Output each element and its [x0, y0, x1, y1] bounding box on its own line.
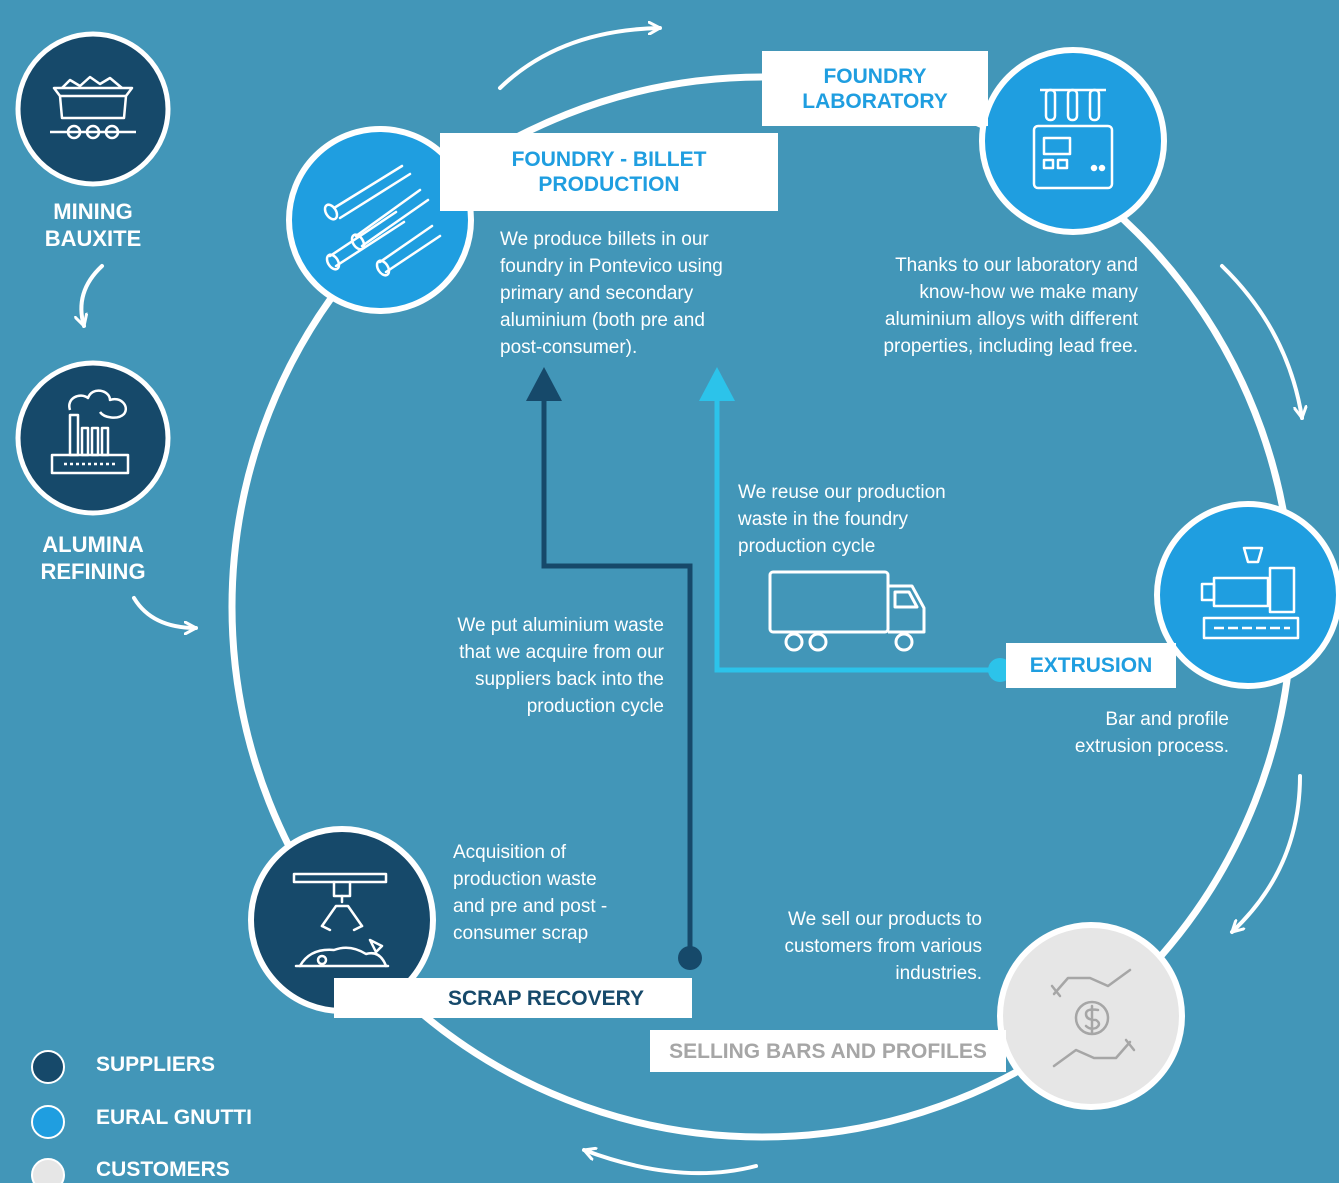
legend-label-customers: CUSTOMERS — [96, 1158, 230, 1181]
extrusion-press-icon — [1200, 546, 1300, 640]
extrusion-title: EXTRUSION — [1006, 643, 1176, 688]
legend-dot-customers — [31, 1158, 65, 1183]
laboratory-circle — [979, 47, 1167, 235]
scrap-title: SCRAP RECOVERY — [334, 978, 692, 1018]
laboratory-instrument-icon — [1032, 88, 1114, 190]
legend-label-eural-gnutti: EURAL GNUTTI — [96, 1106, 252, 1129]
billet-circle — [286, 126, 474, 314]
mining-circle — [15, 31, 171, 187]
hands-money-icon — [1050, 968, 1136, 1068]
lower-right-arrow — [1230, 774, 1302, 934]
extrusion-circle — [1154, 501, 1339, 689]
selling-title: SELLING BARS AND PROFILES — [650, 1030, 1006, 1072]
billets-icon — [323, 164, 442, 277]
legend-dot-eural-gnutti — [31, 1105, 65, 1139]
scrap-circle — [248, 826, 436, 1014]
bottom-arrow — [582, 1150, 758, 1176]
legend-dot-suppliers — [31, 1050, 65, 1084]
truck-icon — [768, 570, 926, 652]
scrap-crane-claw-icon — [292, 872, 390, 968]
waste-flow-start-dot — [678, 946, 702, 970]
waste-flow-line — [526, 367, 702, 970]
right-arrow — [1220, 264, 1302, 420]
refinery-factory-icon — [50, 389, 130, 475]
refining-to-cycle-arrow — [132, 596, 198, 628]
mining-to-refining-arrow — [81, 264, 104, 328]
selling-circle — [997, 922, 1185, 1110]
top-arrow — [498, 28, 662, 90]
reuse-arrow-head — [699, 367, 735, 401]
mine-cart-icon — [50, 75, 136, 140]
legend-label-suppliers: SUPPLIERS — [96, 1053, 216, 1076]
waste-arrow-head — [526, 367, 562, 401]
circulation-arrows — [81, 28, 1302, 1176]
refining-circle — [15, 360, 171, 516]
